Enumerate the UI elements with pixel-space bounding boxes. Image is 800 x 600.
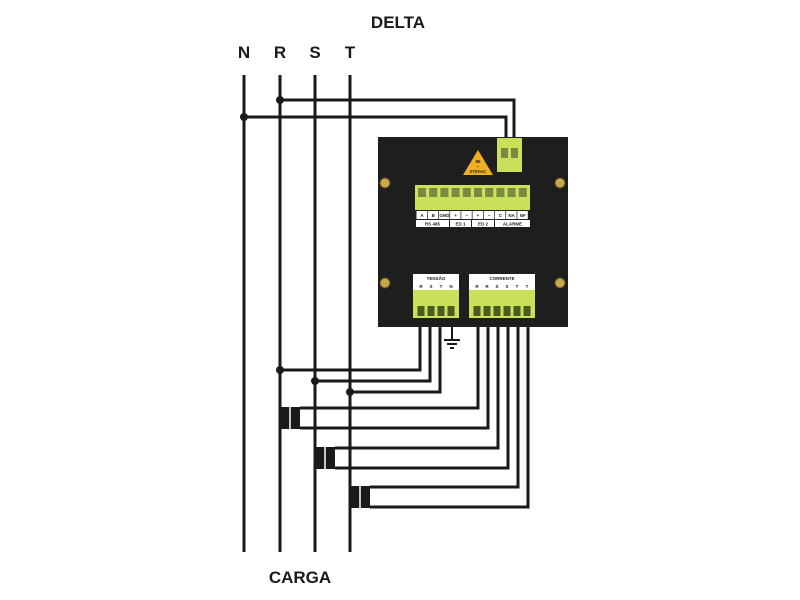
line-label-t: T	[345, 43, 356, 62]
pin-label: R	[485, 284, 489, 289]
voltage-wire-t	[350, 318, 442, 394]
line-labels: N R S T	[238, 43, 356, 62]
pin-label: S	[495, 284, 498, 289]
terminal-screw	[447, 306, 455, 316]
wires	[242, 75, 530, 552]
tensao-terminal: TENSÃO R S T N	[413, 274, 459, 318]
pin-label: NF	[520, 213, 526, 218]
pin-label: T	[526, 284, 529, 289]
pin-label: R	[419, 284, 423, 289]
junction-dots	[240, 96, 354, 396]
power-wire-r	[280, 98, 516, 150]
screw-icons	[379, 177, 566, 289]
pin-label-box	[483, 211, 495, 219]
current-wire-t2	[370, 318, 530, 509]
line-label-r: R	[274, 43, 286, 62]
terminal-screw	[503, 306, 511, 316]
pin-label: N	[449, 284, 452, 289]
group-label: ED 1	[455, 222, 466, 227]
block-title: TENSÃO	[427, 275, 446, 281]
diagram-title: DELTA	[371, 13, 425, 32]
pin-label: B	[432, 213, 436, 218]
terminal-screw	[473, 306, 481, 316]
svg-text:270VAC: 270VAC	[470, 169, 487, 174]
group-label: ALARME	[503, 222, 522, 227]
terminal-screw	[427, 306, 435, 316]
voltage-wire-r	[280, 318, 422, 372]
terminal-screw	[483, 306, 491, 316]
warning-icon: 85 ~ 270VAC	[463, 150, 493, 175]
pin-label-box	[438, 211, 450, 219]
terminal-screw	[523, 306, 531, 316]
svg-text:85: 85	[475, 159, 481, 164]
line-label-n: N	[238, 43, 250, 62]
current-wire-r1	[300, 318, 480, 410]
pin-label-box	[506, 211, 517, 219]
pin-label: −	[465, 213, 468, 218]
pin-label-box	[416, 211, 427, 219]
pin-label-box	[472, 211, 483, 219]
pin-label: R	[475, 284, 479, 289]
pin-label: A	[420, 213, 424, 218]
pin-label: T	[440, 284, 443, 289]
svg-text:~: ~	[477, 164, 480, 169]
pin-label: −	[488, 213, 491, 218]
pin-label: S	[505, 284, 508, 289]
terminal-screw	[437, 306, 445, 316]
pin-label-box	[494, 211, 506, 219]
pin-label: NA	[508, 213, 515, 218]
pin-label-box	[517, 211, 528, 219]
line-label-s: S	[309, 43, 320, 62]
pin-label: T	[516, 284, 519, 289]
pin-label-box	[461, 211, 472, 219]
voltage-wire-s	[315, 318, 432, 383]
power-terminal	[497, 138, 522, 172]
pin-label: +	[454, 213, 457, 218]
pin-label: S	[429, 284, 432, 289]
load-label: CARGA	[269, 568, 331, 587]
group-label: RS 485	[425, 222, 441, 227]
pin-label-box	[450, 211, 461, 219]
group-label: ED 2	[478, 222, 489, 227]
terminal-screw	[493, 306, 501, 316]
pin-label: GND	[439, 213, 450, 218]
block-title: CORRENTE	[489, 276, 514, 281]
pin-label: C	[499, 213, 503, 218]
current-transformers	[280, 407, 370, 508]
current-wire-s2	[335, 318, 510, 470]
current-wire-r2	[300, 318, 490, 430]
current-wire-s1	[335, 318, 500, 450]
pin-label: +	[477, 213, 480, 218]
pin-label-box	[427, 211, 439, 219]
terminal-screw	[513, 306, 521, 316]
terminal-screw	[417, 306, 425, 316]
current-wire-t1	[370, 318, 520, 489]
